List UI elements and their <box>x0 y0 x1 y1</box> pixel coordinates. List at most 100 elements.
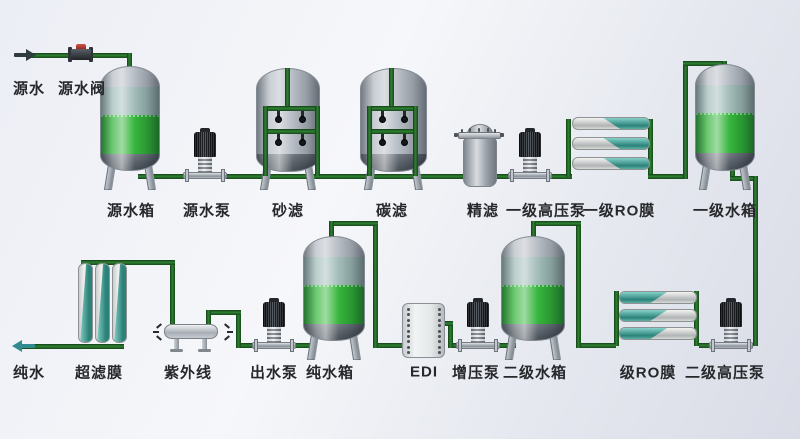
membrane-element <box>603 118 649 129</box>
pipe-segment <box>730 166 735 178</box>
uv-foot <box>170 349 183 352</box>
uv-ray-icon <box>227 331 233 333</box>
label-uf-membrane: 超滤膜 <box>74 364 124 382</box>
label-stage1-tank: 一级水箱 <box>692 202 758 220</box>
flange-bolt-icon <box>461 129 463 133</box>
pipe-segment <box>367 106 417 111</box>
pump-base-pipe <box>709 342 753 349</box>
membrane-element <box>114 264 126 342</box>
pump-motor <box>194 132 216 157</box>
pipe-segment <box>413 106 418 176</box>
edi-dot-icon <box>407 345 410 349</box>
filter-valve-stem <box>301 134 304 140</box>
pump-flange <box>494 339 498 352</box>
pump-stage-body <box>198 157 212 173</box>
edi-dot-icon <box>438 340 441 344</box>
pipe-segment <box>683 61 727 66</box>
pipe-segment <box>329 221 378 226</box>
membrane-element <box>603 138 649 149</box>
tank-shell <box>695 64 755 172</box>
filter-valve-stem <box>381 134 384 140</box>
pump-stage-body <box>523 157 537 173</box>
filter-valve-stem <box>277 134 280 140</box>
pump-motor <box>467 302 489 327</box>
pump-base-pipe <box>183 172 227 179</box>
source-water-arrowhead-icon <box>26 49 36 61</box>
stage2-ro-membrane-2 <box>619 309 697 322</box>
pump-cap <box>726 298 736 303</box>
valve-red-cap <box>76 44 86 50</box>
pipe-segment <box>138 174 572 179</box>
tank-shell <box>501 236 565 342</box>
filter-valve-handle-icon <box>379 116 386 123</box>
uv-leg <box>174 338 179 350</box>
pipe-segment <box>448 343 460 348</box>
pure-water-arrow-icon <box>21 344 35 348</box>
label-stage2-ro-membrane: 级RO膜 <box>619 364 677 382</box>
edi-dot-icon <box>407 308 410 311</box>
pump-flange <box>458 339 462 352</box>
pipe-segment <box>373 221 378 348</box>
pipe-segment <box>329 221 334 243</box>
pump-base-pipe <box>252 342 296 349</box>
edi-dot-icon <box>407 313 410 317</box>
pipe-segment <box>753 176 758 346</box>
pump-stage-body <box>724 327 738 343</box>
pump-cap <box>200 128 210 133</box>
stage2-high-pressure-pump <box>709 298 753 354</box>
filter-valve-stem <box>403 134 406 140</box>
stage1-ro-membrane-2 <box>572 137 650 150</box>
edi-module <box>402 303 445 358</box>
pump-flange <box>747 339 751 352</box>
filter-valve-handle-icon <box>299 116 306 123</box>
pipe-segment <box>284 343 310 348</box>
membrane-element <box>603 158 649 169</box>
uf-membrane-2 <box>95 263 110 343</box>
edi-dot-icon <box>407 318 410 322</box>
filter-valve-stem <box>301 111 304 117</box>
stage1-ro-membrane-1 <box>572 117 650 130</box>
edi-dot-icon <box>438 335 441 338</box>
pump-base-pipe <box>456 342 500 349</box>
pipe-segment <box>206 310 241 315</box>
pipe-segment <box>315 106 320 176</box>
flange-bolt-icon <box>469 128 471 132</box>
pump-cap <box>473 298 483 303</box>
pump-motor <box>263 302 285 327</box>
pump-flange <box>254 339 258 352</box>
membrane-element <box>80 264 92 342</box>
pure-water-tank <box>303 236 365 360</box>
pump-flange <box>185 169 189 182</box>
label-uv-sterilizer: 紫外线 <box>163 364 213 382</box>
membrane-element <box>620 310 668 321</box>
pipe-segment <box>531 221 581 226</box>
label-pure-water: 纯水 <box>12 364 46 382</box>
label-source-water-pump: 源水泵 <box>182 202 232 220</box>
edi-dot-icon <box>407 351 410 355</box>
stage1-ro-membrane-3 <box>572 157 650 170</box>
booster-pump <box>456 298 500 354</box>
filter-valve-handle-icon <box>299 139 306 146</box>
pipe-segment <box>170 260 175 324</box>
uv-leg <box>202 338 207 350</box>
pipe-segment <box>263 129 318 134</box>
edi-dot-icon <box>407 340 410 344</box>
pipe-segment <box>683 61 688 179</box>
tank-shell <box>100 66 160 172</box>
pipe-segment <box>263 106 318 111</box>
label-stage2-tank: 二级水箱 <box>502 364 568 382</box>
pipe-segment <box>285 68 290 110</box>
pipe-segment <box>531 221 536 243</box>
label-edi: EDI <box>409 363 439 381</box>
edi-dot-icon <box>407 335 410 338</box>
filter-valve-handle-icon <box>401 139 408 146</box>
edi-dot-icon <box>438 324 441 328</box>
pipe-segment <box>694 291 699 346</box>
filter-valve-stem <box>277 111 280 117</box>
pump-motor <box>720 302 742 327</box>
label-carbon-filter: 碳滤 <box>375 202 409 220</box>
flange-bolt-icon <box>478 128 480 132</box>
pipe-segment <box>263 106 268 176</box>
pump-flange <box>290 339 294 352</box>
